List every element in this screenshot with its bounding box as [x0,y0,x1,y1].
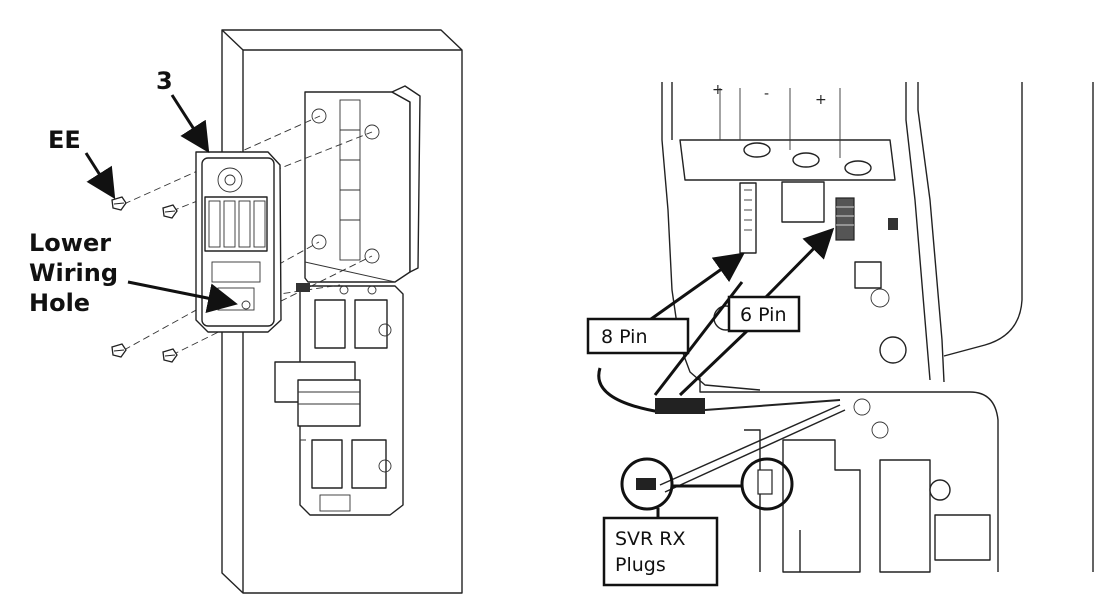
unit-housing [661,82,1094,572]
six-pin-arrow [763,227,835,300]
svr-rx-label-box: SVR RX Plugs [602,516,719,587]
screw-ee-label: EE [48,126,81,154]
eight-pin-label: 8 Pin [601,326,648,348]
svr-rx-plug-circle-left [620,457,674,511]
eight-pin-plug-arrow [653,281,744,396]
screw-icon [162,348,178,363]
svg-text:+: + [712,82,724,98]
lower-wiring-hole-label-line1: Lower [29,229,111,257]
svr-rx-label-line2: Plugs [615,554,666,576]
terminal-strip: + - + [679,82,896,181]
six-pin-label: 6 Pin [740,304,787,326]
six-pin-header [835,197,855,241]
eight-pin-arrow [643,252,745,326]
screw-icon [111,196,127,211]
eight-pin-label-box: 8 Pin [586,317,690,355]
board-component [888,218,898,230]
board-socket [781,181,825,223]
svr-rx-label-line1: SVR RX [615,528,686,550]
lower-wiring-hole-label-line2: Wiring [29,259,118,287]
lower-wiring-hole-arrow [127,280,238,313]
part-3-arrow [170,94,210,154]
lower-wiring-hole-label-line3: Hole [29,289,90,317]
eight-pin-header [739,182,757,254]
right-detail-view: + - + [586,82,1094,587]
connector-cable [597,367,661,414]
six-pin-label-box: 6 Pin [727,295,801,333]
left-exploded-view: 3 EE Lower Wiring Hole [29,29,463,594]
back-mounting-frame [304,85,421,283]
svg-text:-: - [764,86,769,102]
board-switch [854,261,882,289]
screw-icon [111,343,127,358]
screw-icon [162,204,178,219]
lower-bracket [699,378,999,573]
mounting-screw [879,336,907,364]
plug-body [655,398,705,414]
svg-text:+: + [815,92,827,108]
ee-arrow [84,152,116,200]
six-pin-plug-arrow [678,328,750,397]
svr-rx-plug-circle-right [740,457,794,511]
part-number-label: 3 [156,67,173,95]
lower-bracket-assembly [274,285,404,516]
